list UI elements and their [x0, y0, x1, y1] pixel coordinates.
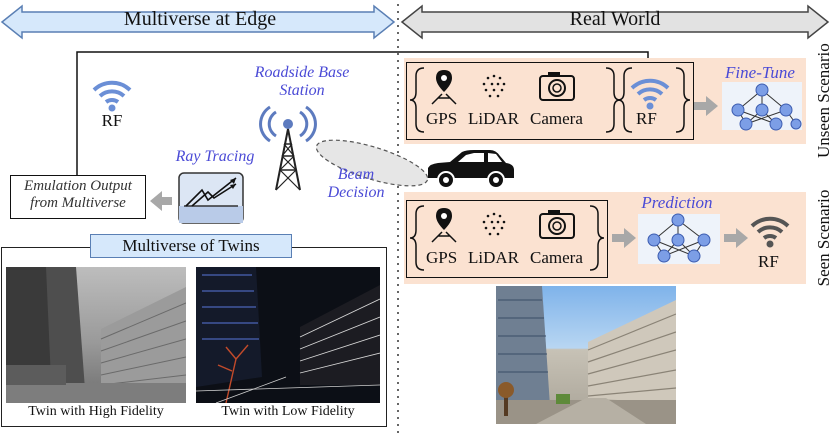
real-world-banner-shape: [400, 4, 830, 40]
seen-gps-icon: [431, 208, 457, 243]
seen-rf-label: RF: [758, 252, 779, 271]
twins-title: Multiverse of Twins: [90, 234, 292, 258]
real-world-banner-label: Real World: [569, 8, 661, 30]
unseen-rf-icon: [630, 78, 670, 110]
unseen-graphics: [409, 67, 802, 133]
seen-gps-label: GPS: [426, 248, 458, 267]
seen-rf-icon: [750, 216, 790, 248]
beam-ellipse: [315, 139, 429, 187]
tower-icon: [259, 105, 317, 191]
fine-tune-label: Fine-Tune: [725, 63, 795, 82]
seen-sensor-box: [406, 200, 608, 278]
car-icon: [428, 150, 514, 189]
wifi-icon: [92, 80, 132, 112]
seen-camera-icon: [539, 210, 575, 239]
gps-icon: [431, 70, 457, 105]
multiverse-banner-label: Multiverse at Edge: [123, 8, 277, 30]
ray-tracing-label: Ray Tracing: [175, 148, 255, 165]
beam-decision-label: Beam Decision: [327, 166, 385, 201]
seen-lidar-icon: [482, 212, 506, 236]
roadside-label: Roadside Base Station: [254, 64, 350, 99]
prediction-label: Prediction: [641, 193, 713, 212]
twin-high-caption: Twin with High Fidelity: [28, 404, 164, 419]
twin-low-caption: Twin with Low Fidelity: [221, 404, 355, 419]
camera-icon: [539, 72, 575, 101]
emulation-output-box: Emulation Output from Multiverse: [10, 175, 146, 219]
edge-rf-label: RF: [101, 111, 123, 130]
twin-low-fidelity-image: [196, 267, 380, 403]
unseen-rf-label: RF: [636, 109, 657, 128]
real-world-photo: [496, 286, 676, 424]
multiverse-banner-shape: [0, 4, 396, 40]
seen-graphics: [409, 205, 790, 271]
unseen-camera-label: Camera: [530, 109, 583, 128]
lidar-icon: [482, 74, 506, 98]
unseen-lidar-label: LiDAR: [468, 109, 519, 128]
unseen-sensor-box: [406, 62, 694, 140]
ray-to-emulation-arrow: [150, 191, 172, 211]
seen-camera-label: Camera: [530, 248, 583, 267]
unseen-gps-label: GPS: [426, 109, 458, 128]
ray-tracing-icon: [178, 172, 244, 224]
seen-lidar-label: LiDAR: [468, 248, 519, 267]
twin-high-fidelity-image: [6, 267, 186, 403]
